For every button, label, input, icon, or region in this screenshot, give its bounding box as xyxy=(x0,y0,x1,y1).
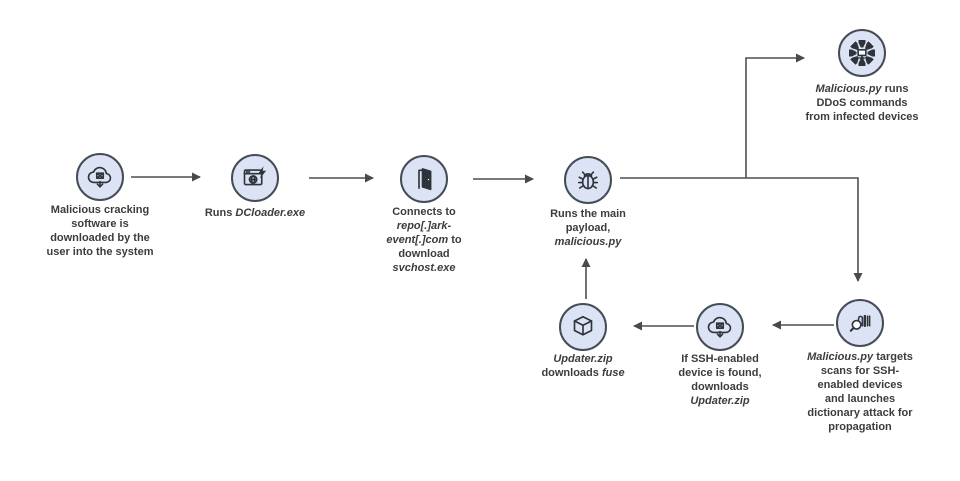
label-text-italic: Updater.zip xyxy=(690,395,750,407)
cloud-download-icon xyxy=(76,153,124,201)
label-text: targets scans for SSH-enabled devices an… xyxy=(807,351,913,433)
node-label-download-updater: If SSH-enabled device is found, download… xyxy=(671,352,769,408)
label-text-italic: Malicious.py xyxy=(807,351,874,363)
label-text: Runs the main payload, xyxy=(550,208,626,234)
label-text-italic: Updater.zip xyxy=(553,353,613,365)
barcode-scan-icon xyxy=(836,299,884,347)
label-text-italic: fuse xyxy=(601,367,625,379)
label-text-italic: DCloader.exe xyxy=(235,207,306,219)
node-label-run-dcloader: Runs DCloader.exe xyxy=(180,206,330,220)
label-text: Connects to xyxy=(392,206,456,218)
label-text: runs DDoS commands from infected devices xyxy=(805,83,919,123)
label-text-italic: malicious.py xyxy=(554,236,622,248)
node-label-malicious-download: Malicious cracking software is downloade… xyxy=(46,203,154,259)
label-text-italic: repo[.]ark-event[.]com xyxy=(386,220,452,246)
node-label-connect-c2: Connects to repo[.]ark-event[.]com to do… xyxy=(378,205,470,275)
label-text: Runs xyxy=(204,207,236,219)
node-label-run-main-payload: Runs the main payload, malicious.py xyxy=(544,207,632,249)
node-label-updater-fuse: Updater.zip downloads fuse xyxy=(535,352,631,380)
label-text: to download xyxy=(398,234,462,260)
node-label-ddos-commands: Malicious.py runs DDoS commands from inf… xyxy=(804,82,920,124)
bug-icon xyxy=(564,156,612,204)
executable-window-icon xyxy=(231,154,279,202)
package-icon xyxy=(559,303,607,351)
label-text: downloads xyxy=(541,367,602,379)
label-text-italic: Malicious.py xyxy=(815,83,882,95)
ddos-target-icon xyxy=(838,29,886,77)
open-door-icon xyxy=(400,155,448,203)
node-label-ssh-scan: Malicious.py targets scans for SSH-enabl… xyxy=(807,350,913,434)
cloud-download-icon xyxy=(696,303,744,351)
label-text-italic: svchost.exe xyxy=(392,262,456,274)
label-text: Malicious cracking software is downloade… xyxy=(46,204,154,258)
label-text: If SSH-enabled device is found, download… xyxy=(678,353,762,393)
